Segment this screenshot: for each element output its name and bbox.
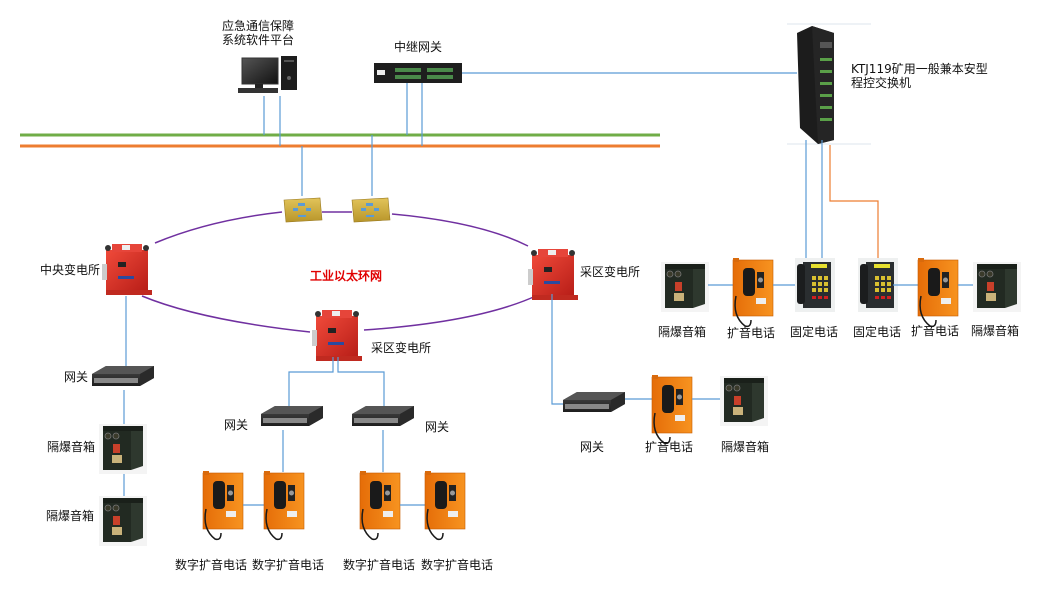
exchange-label: KTJ119矿用一般兼本安型 程控交换机 bbox=[851, 62, 988, 90]
platform-label-line2: 系统软件平台 bbox=[222, 33, 295, 47]
platform-label: 应急通信保障 系统软件平台 bbox=[222, 19, 294, 47]
bottom-paphone-4 bbox=[424, 470, 466, 541]
ring-switch-1 bbox=[283, 197, 323, 223]
exchange-row-speaker-right bbox=[972, 261, 1022, 313]
mining-substation-right-label: 采区变电所 bbox=[580, 265, 641, 279]
right-speaker bbox=[719, 375, 769, 427]
exchange-row-label-2: 扩音电话 bbox=[727, 326, 776, 340]
exchange-row-speaker-left bbox=[660, 261, 710, 313]
exchange-label-line2: 程控交换机 bbox=[851, 76, 912, 90]
bottom-gateway-right bbox=[352, 406, 414, 426]
right-gateway bbox=[563, 392, 625, 412]
right-speaker-label: 隔爆音箱 bbox=[721, 440, 770, 454]
ring-title: 工业以太环网 bbox=[310, 269, 383, 283]
relay-gateway-label: 中继网关 bbox=[394, 40, 443, 54]
left-speaker-2-label: 隔爆音箱 bbox=[46, 509, 95, 523]
right-gateway-label: 网关 bbox=[580, 440, 605, 454]
bottom-phone-2-label: 数字扩音电话 bbox=[252, 558, 325, 572]
bottom-phone-4-label: 数字扩音电话 bbox=[421, 558, 494, 572]
mining-substation-right bbox=[528, 249, 578, 300]
relay-gateway bbox=[374, 63, 462, 83]
left-speaker-1-label: 隔爆音箱 bbox=[47, 440, 96, 454]
right-paphone bbox=[651, 374, 693, 445]
bottom-gateway-left-label: 网关 bbox=[224, 418, 249, 432]
central-substation bbox=[102, 244, 152, 295]
bottom-gateway-left bbox=[261, 406, 323, 426]
mining-substation-bottom bbox=[312, 310, 362, 361]
exchange-row-paphone-right bbox=[917, 257, 959, 328]
bottom-paphone-1 bbox=[202, 470, 244, 541]
exchange-row-fixphone-left bbox=[795, 258, 835, 312]
bottom-paphone-3 bbox=[359, 470, 401, 541]
ring-switch-2 bbox=[351, 197, 391, 223]
exchange-row-fixphone-right bbox=[858, 258, 898, 312]
platform-label-line1: 应急通信保障 bbox=[222, 19, 295, 33]
bottom-paphone-2 bbox=[263, 470, 305, 541]
exchange-row-label-4: 固定电话 bbox=[853, 325, 902, 339]
mining-substation-bottom-label: 采区变电所 bbox=[371, 341, 432, 355]
left-gateway-label: 网关 bbox=[64, 370, 89, 384]
left-gateway bbox=[92, 366, 154, 386]
bottom-phone-3-label: 数字扩音电话 bbox=[343, 558, 416, 572]
exchange-label-line1: KTJ119矿用一般兼本安型 bbox=[851, 62, 988, 76]
ring-segment bbox=[154, 211, 283, 244]
exchange-row-label-1: 隔爆音箱 bbox=[658, 325, 707, 339]
right-phone-label: 扩音电话 bbox=[645, 440, 694, 454]
central-substation-label: 中央变电所 bbox=[40, 263, 101, 277]
bottom-phone-1-label: 数字扩音电话 bbox=[175, 558, 248, 572]
platform-computer bbox=[238, 56, 297, 93]
left-speaker-2 bbox=[98, 495, 148, 547]
exchange-row-label-5: 扩音电话 bbox=[911, 324, 960, 338]
left-speaker-1 bbox=[98, 423, 148, 475]
exchange-row-paphone-left bbox=[732, 257, 774, 328]
exchange-row-label-3: 固定电话 bbox=[790, 325, 839, 339]
program-controlled-exchange bbox=[787, 23, 871, 145]
bottom-gateway-right-label: 网关 bbox=[425, 420, 450, 434]
exchange-row-label-6: 隔爆音箱 bbox=[971, 324, 1020, 338]
